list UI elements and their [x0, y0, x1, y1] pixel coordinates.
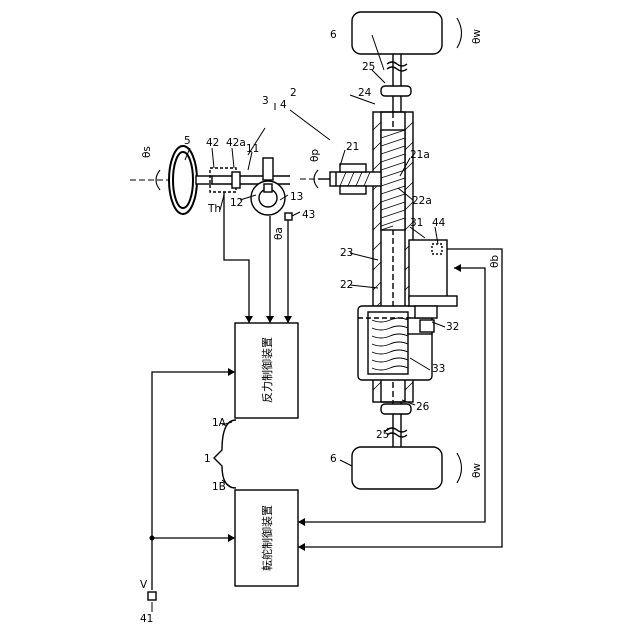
label-42a: 42a: [226, 137, 246, 149]
label-theta-p: θp: [309, 149, 321, 162]
label-32: 32: [446, 321, 459, 333]
tie-rod-top: [381, 54, 411, 112]
label-44: 44: [432, 217, 446, 229]
label-3: 3: [262, 95, 269, 107]
label-21: 21: [346, 141, 359, 153]
label-Th: Th: [207, 203, 221, 215]
label-22a: 22a: [412, 195, 432, 207]
label-4: 4: [280, 99, 287, 111]
label-6-bottom: 6: [330, 453, 337, 465]
label-theta-w-bottom: θw: [471, 463, 483, 478]
label-26: 26: [416, 401, 430, 413]
steering-motor: [409, 240, 457, 318]
bracket-1: [214, 420, 236, 488]
label-1A: 1A: [212, 417, 227, 429]
junction-dot: [150, 536, 155, 541]
label-11: 11: [246, 143, 259, 155]
label-13: 13: [290, 191, 303, 203]
label-1: 1: [204, 453, 211, 465]
rack-teeth: [381, 130, 405, 230]
label-41: 41: [140, 613, 153, 625]
label-25-bottom: 25: [376, 429, 389, 441]
steering-wheel: [169, 146, 212, 214]
steering-controller-label: 転舵制御装置: [260, 505, 274, 571]
label-24: 24: [358, 87, 372, 99]
label-6-top: 6: [330, 29, 337, 41]
label-5: 5: [184, 135, 191, 147]
signal-lines: [152, 192, 502, 590]
label-25-top: 25: [362, 61, 375, 73]
label-1B: 1B: [212, 481, 226, 493]
label-33: 33: [432, 363, 445, 375]
reaction-controller-label: 反力制御装置: [260, 337, 274, 403]
wheel-top: [352, 12, 442, 54]
label-V: V: [140, 579, 148, 591]
label-theta-w-top: θw: [471, 29, 483, 44]
reaction-motor: [251, 158, 292, 220]
label-theta-s: θs: [141, 146, 153, 158]
label-21a: 21a: [410, 149, 430, 161]
label-theta-b: θb: [489, 255, 501, 268]
wheel-bottom: [352, 447, 442, 489]
label-43: 43: [302, 209, 315, 221]
power-terminal: [148, 592, 156, 600]
label-theta-a: θa: [273, 227, 285, 240]
label-22: 22: [340, 279, 353, 291]
label-2: 2: [290, 87, 297, 99]
label-31: 31: [410, 217, 423, 229]
label-12: 12: [230, 197, 243, 209]
label-42: 42: [206, 137, 219, 149]
label-23: 23: [340, 247, 353, 259]
